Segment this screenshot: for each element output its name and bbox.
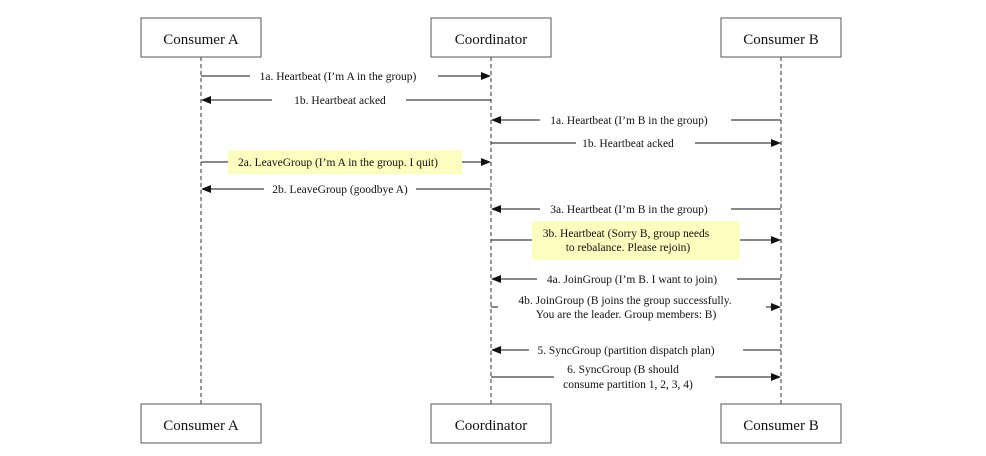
message-1a-consumer-a-heartbeat: 1a. Heartbeat (I’m A in the group): [201, 71, 491, 83]
message-label: 4b. JoinGroup (B joins the group success…: [518, 295, 731, 307]
message-3a-heartbeat-b: 3a. Heartbeat (I’m B in the group): [491, 204, 781, 216]
participant-coordinator-top: Coordinator: [430, 17, 552, 58]
message-5-sync-group-plan: 5. SyncGroup (partition dispatch plan): [491, 345, 781, 357]
message-label: consume partition 1, 2, 3, 4): [563, 379, 693, 391]
message-1a-consumer-b-heartbeat: 1a. Heartbeat (I’m B in the group): [491, 115, 781, 127]
message-label: 3b. Heartbeat (Sorry B, group needs: [543, 228, 710, 240]
message-label: to rebalance. Please rejoin): [566, 242, 691, 254]
message-label: 2a. LeaveGroup (I’m A in the group. I qu…: [238, 157, 438, 169]
message-label: 1a. Heartbeat (I’m A in the group): [260, 71, 417, 83]
message-2a-leave-group: 2a. LeaveGroup (I’m A in the group. I qu…: [201, 150, 491, 174]
participant-consumer-b-bottom: Consumer B: [720, 403, 842, 444]
message-label: 5. SyncGroup (partition dispatch plan): [537, 345, 714, 357]
message-6-sync-group-assignment: 6. SyncGroup (B should consume partition…: [491, 364, 781, 391]
participant-consumer-a-bottom: Consumer A: [140, 403, 262, 444]
participant-consumer-a-top: Consumer A: [140, 17, 262, 58]
participant-label: Consumer A: [163, 418, 239, 434]
message-3b-rebalance: 3b. Heartbeat (Sorry B, group needs to r…: [491, 221, 781, 260]
message-label: 1a. Heartbeat (I’m B in the group): [550, 115, 708, 127]
participant-consumer-b-top: Consumer B: [720, 17, 842, 58]
message-label: 4a. JoinGroup (I’m B. I want to join): [547, 274, 717, 286]
message-label: 2b. LeaveGroup (goodbye A): [272, 184, 408, 196]
message-label: 1b. Heartbeat acked: [582, 138, 674, 150]
participant-label: Coordinator: [455, 418, 528, 434]
message-label: 6. SyncGroup (B should: [567, 364, 679, 376]
participant-coordinator-bottom: Coordinator: [430, 403, 552, 444]
message-4b-join-group-leader: 4b. JoinGroup (B joins the group success…: [491, 295, 781, 321]
participant-label: Consumer A: [163, 32, 239, 48]
participant-label: Coordinator: [455, 32, 528, 48]
participant-label: Consumer B: [743, 32, 818, 48]
message-1b-heartbeat-acked-a: 1b. Heartbeat acked: [201, 95, 491, 107]
participant-label: Consumer B: [743, 418, 818, 434]
message-1b-heartbeat-acked-b: 1b. Heartbeat acked: [491, 138, 781, 150]
message-highlight: [532, 221, 740, 260]
message-label: 3a. Heartbeat (I’m B in the group): [550, 204, 708, 216]
message-2b-leave-group-goodbye: 2b. LeaveGroup (goodbye A): [201, 184, 491, 196]
message-label: 1b. Heartbeat acked: [294, 95, 386, 107]
message-4a-join-group: 4a. JoinGroup (I’m B. I want to join): [491, 274, 781, 286]
message-highlight: [228, 150, 462, 174]
message-label: You are the leader. Group members: B): [536, 309, 717, 321]
